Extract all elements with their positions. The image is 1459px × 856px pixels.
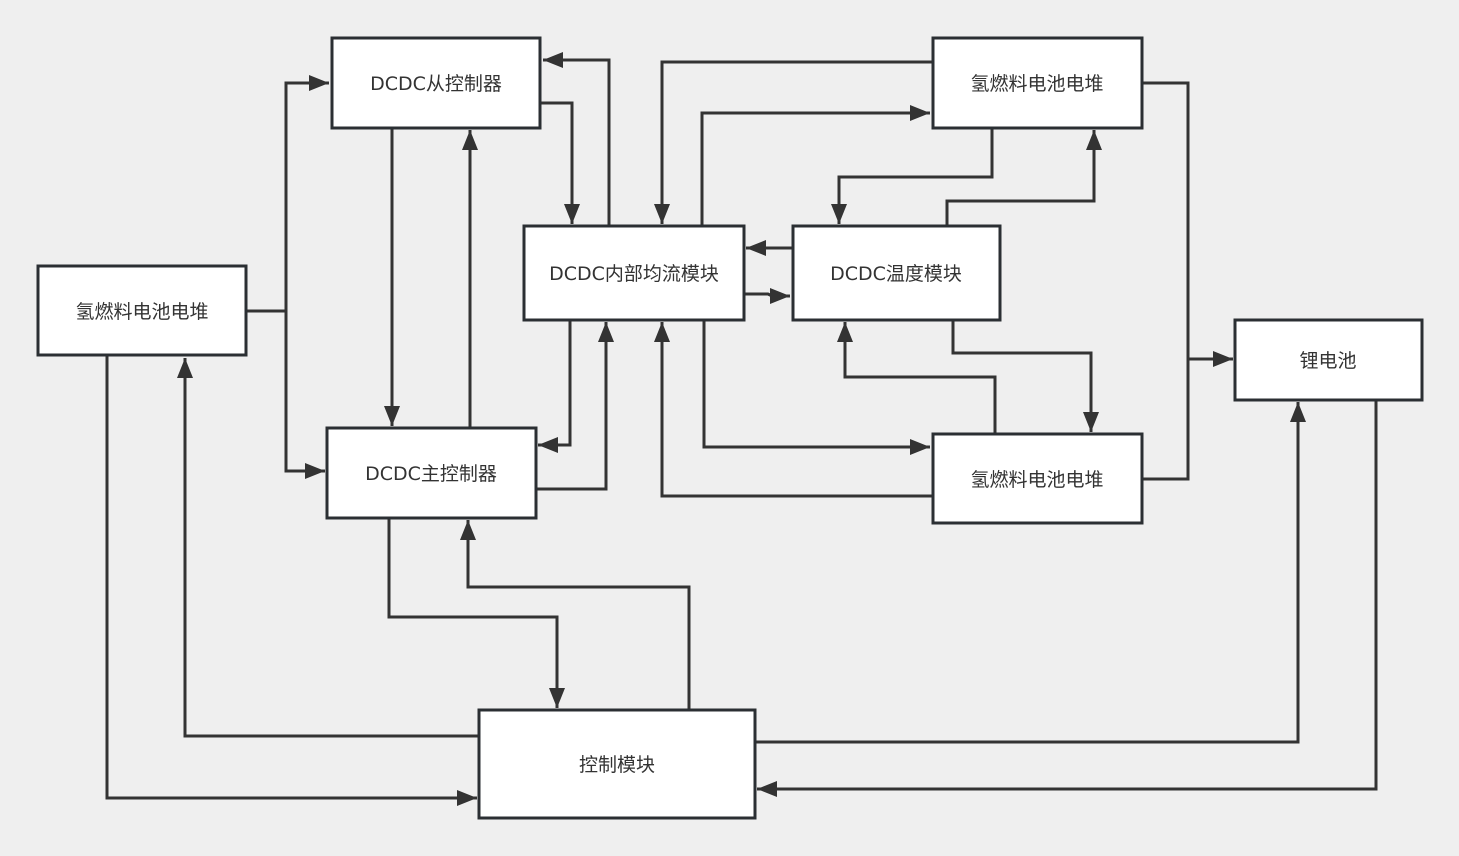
edge-temperature-to-fuel-cell-bottom bbox=[951, 320, 1099, 432]
node-label: 氢燃料电池电堆 bbox=[970, 469, 1103, 491]
node-lithium-battery[interactable]: 锂电池 bbox=[1233, 318, 1424, 402]
edge-lithium-battery-to-control-module bbox=[757, 398, 1378, 797]
node-master-controller[interactable]: DCDC主控制器 bbox=[325, 426, 538, 520]
node-label: 氢燃料电池电堆 bbox=[970, 73, 1103, 95]
node-label: DCDC内部均流模块 bbox=[549, 263, 719, 285]
node-label: 氢燃料电池电堆 bbox=[75, 301, 208, 323]
node-label: DCDC温度模块 bbox=[830, 263, 962, 285]
edge-control-module-to-master-controller bbox=[460, 520, 691, 709]
node-label: DCDC主控制器 bbox=[365, 463, 497, 485]
node-current-sharing[interactable]: DCDC内部均流模块 bbox=[522, 224, 746, 322]
node-label: 锂电池 bbox=[1299, 350, 1356, 372]
node-fuel-cell-top[interactable]: 氢燃料电池电堆 bbox=[931, 36, 1144, 130]
node-label: DCDC从控制器 bbox=[370, 73, 502, 95]
edge-fuel-cell-bottom-to-current-sharing bbox=[654, 322, 932, 498]
edge-current-sharing-to-fuel-cell-top bbox=[700, 105, 930, 225]
edge-master-controller-to-current-sharing bbox=[536, 322, 614, 491]
edge-control-module-to-fuel-cell-left bbox=[177, 358, 478, 738]
edge-fuel-cell-left-to-slave-controller bbox=[246, 75, 329, 313]
edge-temperature-to-fuel-cell-top bbox=[945, 130, 1102, 225]
edge-fuel-cell-left-to-control-module bbox=[105, 355, 477, 806]
node-slave-controller[interactable]: DCDC从控制器 bbox=[330, 36, 542, 130]
edge-control-module-to-lithium-battery bbox=[755, 402, 1306, 744]
node-fuel-cell-left[interactable]: 氢燃料电池电堆 bbox=[36, 264, 248, 357]
node-fuel-cell-bottom[interactable]: 氢燃料电池电堆 bbox=[931, 432, 1144, 525]
edge-current-sharing-to-slave-controller bbox=[543, 52, 611, 225]
edge-fuel-cell-bottom-to-temperature bbox=[837, 322, 997, 433]
node-control-module[interactable]: 控制模块 bbox=[477, 708, 757, 820]
edge-master-controller-to-control-module bbox=[387, 518, 565, 708]
edge-fuel-cell-left-to-master-controller bbox=[284, 311, 325, 479]
edge-fuel-cell-top-to-temperature bbox=[831, 128, 994, 224]
node-temperature[interactable]: DCDC温度模块 bbox=[791, 224, 1002, 322]
node-label: 控制模块 bbox=[579, 754, 655, 776]
edge-fuel-cell-top-to-lithium-battery bbox=[1142, 81, 1233, 367]
edge-fuel-cell-top-to-current-sharing bbox=[654, 60, 932, 224]
edge-current-sharing-to-fuel-cell-bottom bbox=[702, 320, 930, 455]
edge-fuel-cell-bottom-to-lithium-battery bbox=[1142, 359, 1190, 481]
edge-current-sharing-to-master-controller bbox=[538, 320, 572, 453]
edge-slave-controller-to-current-sharing bbox=[541, 101, 580, 224]
edge-current-sharing-to-temperature bbox=[745, 288, 790, 304]
connectors bbox=[105, 52, 1378, 806]
